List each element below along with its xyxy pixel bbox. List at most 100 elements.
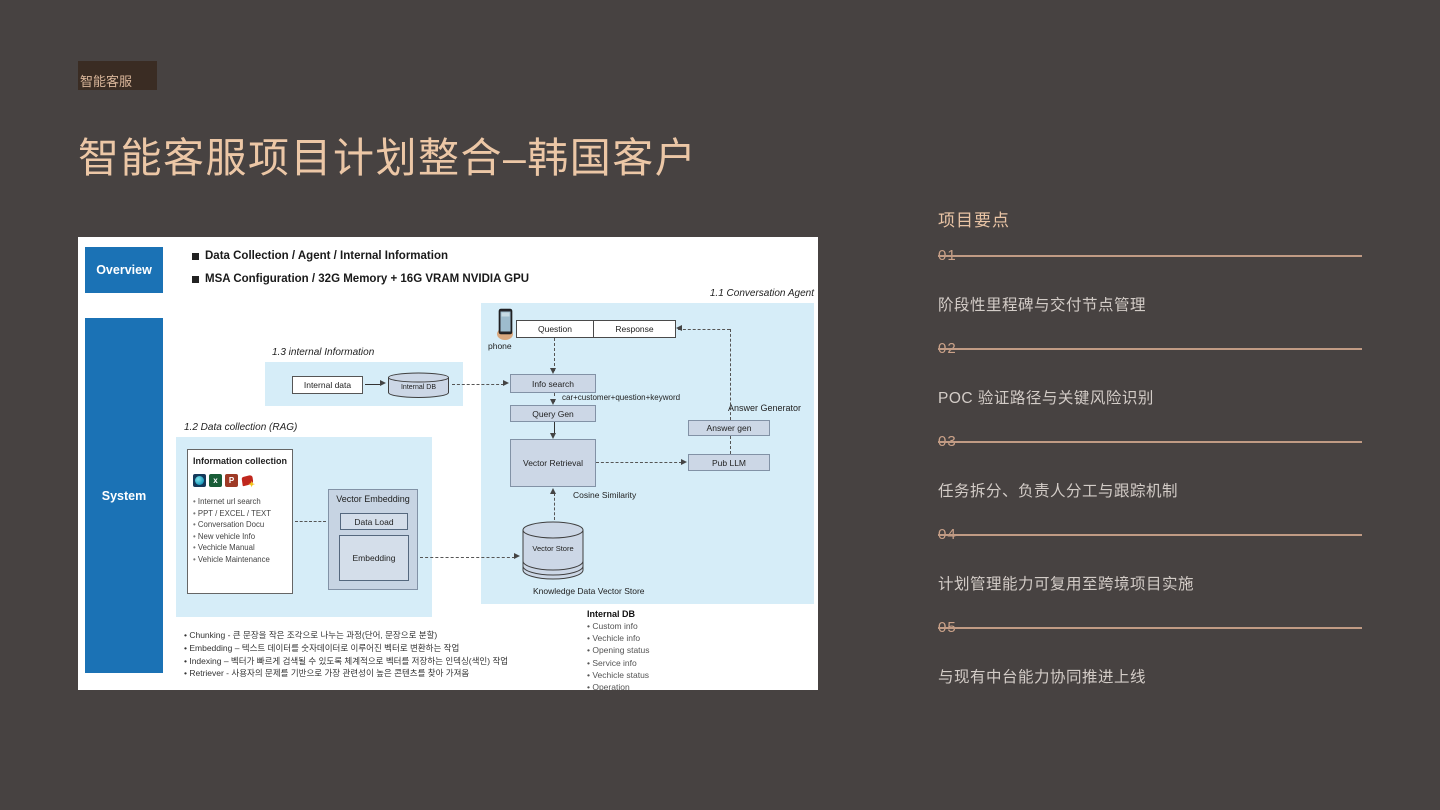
node-internal-data: Internal data xyxy=(292,376,363,394)
connector-collection-embedding xyxy=(295,521,326,522)
connector-internaldata-internaldb xyxy=(365,384,382,385)
glossary-line: Indexing – 벡터가 빠르게 검색될 수 있도록 체계적으로 벡터를 저… xyxy=(184,655,508,668)
internal-db-detail: Internal DB Custom info Vechicle info Op… xyxy=(587,608,650,690)
key-point-divider xyxy=(938,441,1362,443)
list-item: Vehicle Maintenance xyxy=(193,554,287,566)
arrowhead-right-icon xyxy=(380,380,386,386)
arrowhead-up-icon xyxy=(550,488,556,494)
browser-icon xyxy=(193,474,206,487)
list-item: Vechicle Manual xyxy=(193,542,287,554)
architecture-diagram: Overview System Data Collection / Agent … xyxy=(78,237,818,690)
information-collection-list: Internet url search PPT / EXCEL / TEXT C… xyxy=(193,496,287,565)
arrowhead-left-icon xyxy=(676,325,682,331)
list-item: Custom info xyxy=(587,620,650,632)
overview-bullet: MSA Configuration / 32G Memory + 16G VRA… xyxy=(192,273,529,285)
list-item: New vehicle Info xyxy=(193,531,287,543)
slide-tag-label: 智能客服 xyxy=(80,74,133,89)
glossary-line: Chunking - 큰 문장을 작은 조각으로 나누는 과정(단어, 문장으로… xyxy=(184,629,508,642)
internal-db-cylinder: Internal DB xyxy=(388,372,449,398)
key-point-divider xyxy=(938,627,1362,629)
source-icons-row: x P ✦ xyxy=(193,474,287,489)
connector-store-retrieval xyxy=(554,493,555,520)
key-point-divider xyxy=(938,534,1362,536)
excel-icon: x xyxy=(209,474,222,487)
label-knowledge-store: Knowledge Data Vector Store xyxy=(533,586,645,596)
key-point-text: POC 验证路径与关键风险识别 xyxy=(938,390,1154,407)
connector-answergen-publlm xyxy=(730,436,731,454)
vector-embedding-title: Vector Embedding xyxy=(336,494,410,504)
key-point-item: 05 与现有中台能力协同推进上线 xyxy=(938,619,1362,699)
node-vector-retrieval: Vector Retrieval xyxy=(510,439,596,487)
phone-label: phone xyxy=(488,341,512,351)
internal-db-label: Internal DB xyxy=(401,384,436,391)
key-point-divider xyxy=(938,348,1362,350)
list-item: Operation xyxy=(587,681,650,690)
node-question: Question xyxy=(516,320,594,338)
connector-retrieval-publlm xyxy=(596,462,682,463)
node-embedding: Embedding xyxy=(339,535,409,581)
key-point-item: 04 计划管理能力可复用至跨境项目实施 xyxy=(938,526,1362,606)
connector-internaldb-infosearch xyxy=(452,384,504,385)
glossary-notes: Chunking - 큰 문장을 작은 조각으로 나누는 과정(단어, 문장으로… xyxy=(184,629,508,680)
node-data-load: Data Load xyxy=(340,513,408,530)
connector-answer-response xyxy=(678,329,730,330)
key-point-text: 计划管理能力可复用至跨境项目实施 xyxy=(938,576,1195,593)
system-box: System xyxy=(85,318,163,673)
key-point-item: 03 任务拆分、负责人分工与跟踪机制 xyxy=(938,433,1362,513)
overview-bullet: Data Collection / Agent / Internal Infor… xyxy=(192,250,448,262)
arrowhead-right-icon xyxy=(503,380,509,386)
connector-answer-vertical xyxy=(730,329,731,420)
list-item: Opening status xyxy=(587,644,649,656)
powerpoint-icon: P xyxy=(225,474,238,487)
node-info-search: Info search xyxy=(510,374,596,393)
overview-bullet-text: Data Collection / Agent / Internal Infor… xyxy=(205,250,449,262)
list-item: Service info xyxy=(587,657,650,669)
label-cosine-similarity: Cosine Similarity xyxy=(573,490,637,500)
list-item: Conversation Docu xyxy=(193,519,287,531)
node-answer-gen: Answer gen xyxy=(688,420,770,436)
label-keyword-flow: car+customer+question+keyword xyxy=(562,393,681,402)
key-point-divider xyxy=(938,255,1362,257)
connector-infosearch-querygen xyxy=(554,393,555,402)
vector-store-cylinder: Vector Store xyxy=(522,521,584,580)
page-title: 智能客服项目计划整合–韩国客户 xyxy=(78,135,698,181)
information-collection-title: Information collection xyxy=(193,456,288,466)
key-points-heading: 项目要点 xyxy=(938,211,1010,230)
phone-icon xyxy=(497,308,513,340)
node-query-gen: Query Gen xyxy=(510,405,596,422)
arrowhead-right-icon xyxy=(514,553,520,559)
vector-embedding-box: Vector Embedding Data Load Embedding xyxy=(328,489,418,590)
key-point-text: 与现有中台能力协同推进上线 xyxy=(938,669,1147,686)
key-point-text: 阶段性里程碑与交付节点管理 xyxy=(938,297,1147,314)
section-label-internal-information: 1.3 internal Information xyxy=(272,347,375,358)
square-bullet-icon xyxy=(192,252,199,260)
arrowhead-down-icon xyxy=(550,368,556,374)
connector-embedding-store xyxy=(420,557,515,558)
square-bullet-icon xyxy=(192,275,199,283)
arrowhead-down-icon xyxy=(550,433,556,439)
node-response: Response xyxy=(593,320,676,338)
list-item: Internet url search xyxy=(193,496,287,508)
slide-tag: 智能客服 xyxy=(78,61,157,90)
overview-bullet-text: MSA Configuration / 32G Memory + 16G VRA… xyxy=(205,273,530,285)
key-point-item: 01 阶段性里程碑与交付节点管理 xyxy=(938,247,1362,327)
overview-box: Overview xyxy=(85,247,163,293)
vector-store-label: Vector Store xyxy=(532,544,573,553)
section-label-conversation-agent: 1.1 Conversation Agent xyxy=(709,288,814,299)
internal-db-detail-title: Internal DB xyxy=(587,609,636,619)
connector-querygen-retrieval xyxy=(554,422,555,435)
arrowhead-down-icon xyxy=(550,399,556,405)
list-item: Vechicle info xyxy=(587,632,650,644)
key-point-text: 任务拆分、负责人分工与跟踪机制 xyxy=(938,483,1179,500)
glossary-line: Embedding – 텍스트 데이터를 숫자데이터로 이루어진 벡터로 변환하… xyxy=(184,642,508,655)
arrowhead-right-icon xyxy=(681,459,687,465)
key-point-item: 02 POC 验证路径与关键风险识别 xyxy=(938,340,1362,420)
section-label-data-collection: 1.2 Data collection (RAG) xyxy=(184,422,298,433)
glossary-line: Retriever - 사용자의 문제를 기반으로 가장 관련성이 높은 콘텐츠… xyxy=(184,667,508,680)
list-item: PPT / EXCEL / TEXT xyxy=(193,508,287,520)
connector-question-infosearch xyxy=(554,338,555,371)
information-collection-card: Information collection x P ✦ Internet ur… xyxy=(187,449,293,594)
reader-icon: ✦ xyxy=(241,474,255,489)
list-item: Vechicle status xyxy=(587,669,650,681)
